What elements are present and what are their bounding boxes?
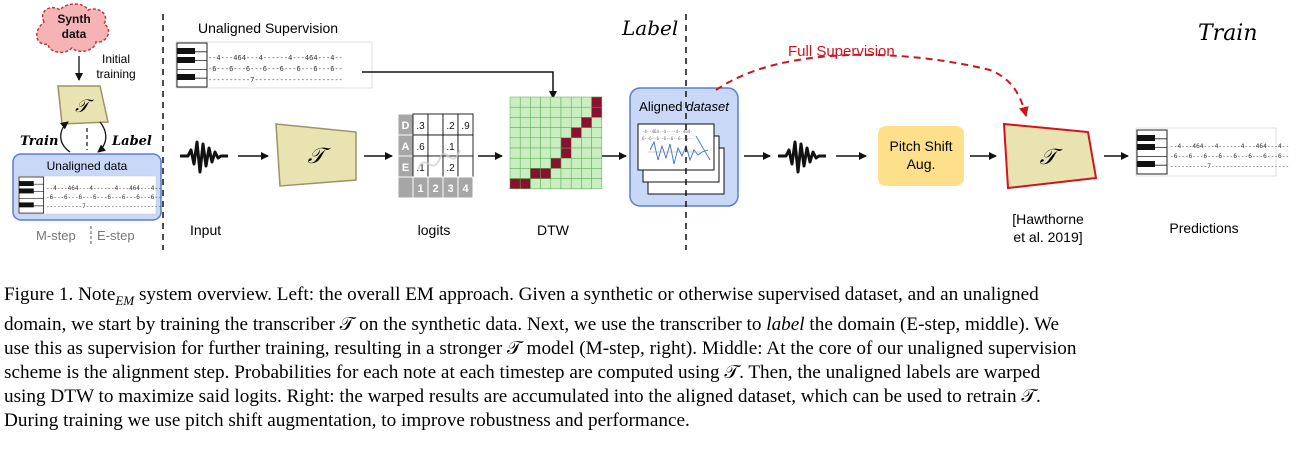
logit-cell-value: .2 bbox=[446, 121, 455, 132]
logit-cell-value: .3 bbox=[416, 121, 425, 132]
transcriber-small: 𝒯 bbox=[57, 85, 109, 125]
transcriber-train: 𝒯 bbox=[1002, 122, 1098, 190]
unaligned-tab-sheet: --4---464---4------4---464---4-- -6---6-… bbox=[175, 41, 373, 89]
logit-cell-value: .9 bbox=[461, 121, 470, 132]
logit-row-label: D bbox=[402, 120, 410, 132]
tab-line-left-3: ----------7--------------------- bbox=[46, 203, 162, 210]
pitch-shift-l2: Aug. bbox=[907, 156, 936, 172]
caption-line-1-post: system overview. Left: the overall EM ap… bbox=[134, 284, 1039, 305]
dtw-path-cell bbox=[550, 157, 562, 169]
dtw-path-cell bbox=[519, 178, 531, 190]
dtw-path-cell bbox=[581, 117, 592, 128]
dtw-path-cell bbox=[540, 168, 552, 179]
dtw-path-cell bbox=[570, 127, 582, 139]
logit-col-label: 3 bbox=[447, 183, 453, 195]
system-overview-figure: Synth data Initial training 𝒯 Train Labe… bbox=[12, 3, 1289, 250]
caption-line-2: domain, we start by training the transcr… bbox=[4, 313, 1304, 337]
tab-line-left-1: --4---464---4------4---464---4-- bbox=[46, 185, 162, 192]
caption-line-1: Figure 1. NoteEM system overview. Left: … bbox=[4, 283, 1304, 313]
full-supervision-arrow bbox=[715, 53, 1029, 117]
logit-cell-value: .1 bbox=[416, 163, 425, 174]
input-waveform bbox=[178, 140, 230, 174]
tab-line-mid-1: --4---464---4------4---464---4-- bbox=[208, 54, 343, 62]
aligned-dataset-label: Aligned dataset bbox=[639, 99, 730, 114]
tab-line-right-2: -6---6---6---6---6---6---6---6-- bbox=[1170, 153, 1289, 160]
input-label: Input bbox=[190, 222, 221, 238]
e-step-label: E-step bbox=[97, 228, 135, 243]
svg-text:-4--464--4----4--464-: -4--464--4----4--464- bbox=[642, 129, 693, 134]
citation-l2: et al. 2019] bbox=[1013, 229, 1082, 245]
logit-row-label: A bbox=[402, 141, 410, 153]
train-waveform bbox=[776, 140, 828, 174]
logits-label: logits bbox=[418, 222, 451, 238]
transcriber-main: 𝒯 bbox=[275, 123, 357, 187]
synth-data-cloud: Synth data bbox=[36, 3, 110, 54]
dtw-path-cell bbox=[509, 178, 521, 190]
initial-training-l1: Initial bbox=[102, 52, 130, 66]
dtw-label: DTW bbox=[537, 222, 570, 238]
svg-text:6--6--6--6--6--6--6--: 6--6--6--6--6--6--6-- bbox=[642, 136, 693, 141]
tab-line-right-3: ----------7--------------------- bbox=[1170, 163, 1289, 170]
aligned-dataset-prefix: Aligned bbox=[639, 99, 686, 114]
tab-line-left-2: -6---6---6---6---6---6---6---6-- bbox=[46, 194, 162, 201]
caption-line-4: scheme is the alignment step. Probabilit… bbox=[4, 361, 1041, 383]
aligned-dataset-italic: dataset bbox=[686, 99, 730, 114]
caption-line-2-post: the domain (E-step, middle). We bbox=[804, 313, 1060, 335]
dtw-path-cell bbox=[591, 106, 603, 118]
logit-col-label: 1 bbox=[417, 183, 423, 195]
pitch-shift-l1: Pitch Shift bbox=[889, 138, 952, 154]
unaligned-supervision-label: Unaligned Supervision bbox=[198, 20, 338, 36]
dtw-path-cell bbox=[591, 96, 603, 108]
logit-cell-value: .2 bbox=[446, 163, 455, 174]
predictions-tab-sheet: --4---464---4------4---464---4-- -6---6-… bbox=[1135, 127, 1289, 177]
aligned-dataset-box: Aligned dataset -4--464--4----4--464- 6-… bbox=[629, 87, 739, 207]
dtw-alignment-grid bbox=[509, 96, 603, 190]
section-train-heading: Train bbox=[1198, 21, 1258, 46]
pitch-shift-box: Pitch Shift Aug. bbox=[878, 126, 964, 186]
caption-line-2-italic: label bbox=[766, 313, 805, 335]
tab-line-mid-3: ----------7--------------------- bbox=[208, 76, 343, 84]
unaligned-data-label: Unaligned data bbox=[47, 159, 128, 173]
dtw-path-cell bbox=[560, 137, 572, 149]
unaligned-data-box: Unaligned data --4---464---4------4---46… bbox=[12, 153, 162, 221]
caption-line-2-pre: domain, we start by training the transcr… bbox=[4, 313, 767, 335]
logit-col-label: 4 bbox=[462, 183, 469, 195]
logit-col-label: 2 bbox=[432, 183, 438, 195]
caption-note-subscript: EM bbox=[115, 292, 135, 308]
predictions-label: Predictions bbox=[1169, 220, 1238, 236]
train-loop-label: Train bbox=[20, 134, 58, 149]
caption-line-5: using DTW to maximize said logits. Right… bbox=[4, 385, 1041, 407]
logit-cell-value: .6 bbox=[416, 142, 425, 153]
tab-line-right-1: --4---464---4------4---464---4-- bbox=[1170, 143, 1289, 150]
logit-row-label: E bbox=[402, 162, 409, 174]
initial-training-l2: training bbox=[96, 67, 135, 81]
logit-cell-value: .1 bbox=[446, 142, 455, 153]
section-label-heading: Label bbox=[621, 16, 678, 40]
dtw-path-cell bbox=[560, 147, 572, 159]
figure-caption: Figure 1. NoteEM system overview. Left: … bbox=[4, 283, 1304, 433]
caption-line-6: During training we use pitch shift augme… bbox=[4, 409, 690, 431]
full-supervision-label: Full Supervision bbox=[788, 43, 895, 60]
caption-line-3: use this as supervision for further trai… bbox=[4, 337, 1077, 359]
synth-cloud-label-l1: Synth bbox=[57, 12, 90, 26]
synth-cloud-label-l2: data bbox=[62, 27, 87, 41]
label-loop-label: Label bbox=[111, 134, 152, 149]
dtw-path-cell bbox=[530, 168, 541, 179]
m-step-label: M-step bbox=[36, 228, 76, 243]
caption-line-1-pre: Figure 1. Note bbox=[4, 284, 116, 305]
citation-l1: [Hawthorne bbox=[1012, 211, 1084, 227]
tab-line-mid-2: -6---6---6---6---6---6---6---6-- bbox=[208, 65, 343, 73]
